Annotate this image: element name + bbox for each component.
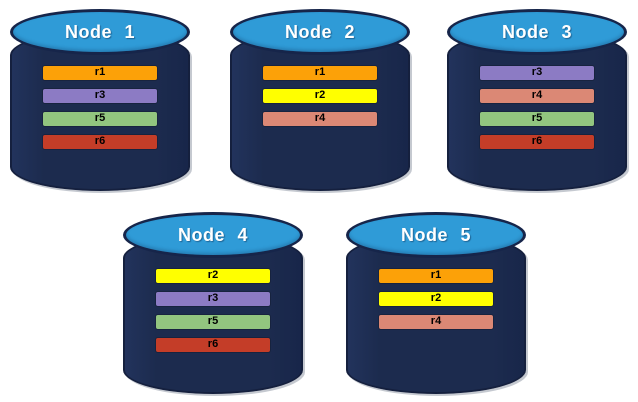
replica-bar-r1: r1 [42, 65, 158, 81]
database-cylinder-lid [123, 212, 303, 258]
replica-list: r2 r3 r5 r6 [123, 268, 303, 360]
database-cylinder-lid [346, 212, 526, 258]
replica-bar-r6: r6 [479, 134, 595, 150]
replica-bar-r2: r2 [262, 88, 378, 104]
replica-bar-r5: r5 [479, 111, 595, 127]
node-label: Node 1 [64, 22, 135, 42]
replica-bar-r4: r4 [262, 111, 378, 127]
replica-list: r1 r2 r4 [346, 268, 526, 337]
replica-bar-r1: r1 [262, 65, 378, 81]
replica-bar-r3: r3 [155, 291, 271, 307]
node-cylinder-1: Node 1 r1 r3 r5 r6 [10, 9, 190, 193]
replica-bar-r4: r4 [479, 88, 595, 104]
replica-bar-r4: r4 [378, 314, 494, 330]
replica-bar-r5: r5 [42, 111, 158, 127]
node-label: Node 4 [177, 225, 248, 245]
node-cylinder-2: Node 2 r1 r2 r4 [230, 9, 410, 193]
replica-bar-r2: r2 [155, 268, 271, 284]
replica-bar-r6: r6 [42, 134, 158, 150]
replica-list: r3 r4 r5 r6 [447, 65, 627, 157]
node-cylinder-5: Node 5 r1 r2 r4 [346, 212, 526, 396]
node-cylinder-4: Node 4 r2 r3 r5 r6 [123, 212, 303, 396]
node-label: Node 3 [501, 22, 572, 42]
node-label: Node 2 [284, 22, 355, 42]
replica-bar-r3: r3 [479, 65, 595, 81]
database-cylinder-lid [230, 9, 410, 55]
node-label: Node 5 [400, 225, 471, 245]
replica-bar-r2: r2 [378, 291, 494, 307]
database-cylinder-lid [447, 9, 627, 55]
replica-list: r1 r3 r5 r6 [10, 65, 190, 157]
replica-bar-r6: r6 [155, 337, 271, 353]
replica-bar-r5: r5 [155, 314, 271, 330]
database-cylinder-lid [10, 9, 190, 55]
node-cylinder-3: Node 3 r3 r4 r5 r6 [447, 9, 627, 193]
replica-list: r1 r2 r4 [230, 65, 410, 134]
replica-bar-r3: r3 [42, 88, 158, 104]
replica-bar-r1: r1 [378, 268, 494, 284]
